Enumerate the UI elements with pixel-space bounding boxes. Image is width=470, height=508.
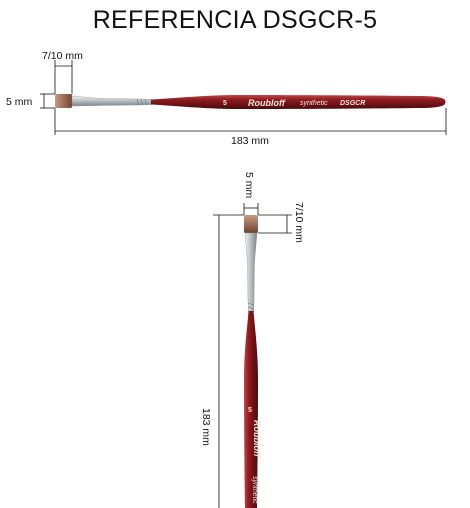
horizontal-brush: 5 Roubloff synthetic DSGCR bbox=[55, 94, 446, 109]
head-width-label-right: 7/10 mm bbox=[293, 202, 305, 243]
ferrule-crimp bbox=[247, 302, 255, 310]
total-length-label-vertical: 183 mm bbox=[200, 408, 212, 446]
ferrule-crimp bbox=[136, 98, 148, 106]
brush-bristles bbox=[244, 215, 258, 233]
head-height-dimension-top bbox=[243, 203, 259, 215]
brush-handle bbox=[244, 311, 258, 508]
brush-ferrule bbox=[244, 232, 258, 313]
page-title: REFERENCIA DSGCR-5 bbox=[92, 6, 378, 34]
head-height-label-left: 5 mm bbox=[6, 96, 33, 108]
handle-model-label: DSGCR bbox=[340, 100, 365, 107]
head-height-dimension-left bbox=[40, 93, 55, 109]
vertical-brush: 5 Roubloff synthetic bbox=[244, 215, 262, 508]
brush-bristles bbox=[55, 94, 72, 108]
total-length-label-horizontal: 183 mm bbox=[231, 135, 269, 147]
head-height-label-top: 5 mm bbox=[243, 172, 255, 199]
head-width-dimension-top bbox=[54, 60, 73, 94]
handle-brand-label: Roubloff bbox=[252, 420, 262, 458]
total-length-dimension-vertical bbox=[213, 214, 244, 508]
handle-material-label: synthetic bbox=[251, 476, 258, 504]
brush-ferrule bbox=[71, 95, 153, 107]
head-width-dimension-right bbox=[258, 214, 292, 234]
head-width-label-top: 7/10 mm bbox=[42, 50, 83, 62]
handle-size-label: 5 bbox=[223, 100, 227, 107]
handle-brand-label: Roubloff bbox=[248, 98, 286, 108]
brush-handle bbox=[151, 95, 446, 109]
total-length-dimension-horizontal bbox=[54, 108, 447, 135]
handle-size-label: 5 bbox=[248, 407, 252, 414]
handle-material-label: synthetic bbox=[300, 100, 328, 107]
